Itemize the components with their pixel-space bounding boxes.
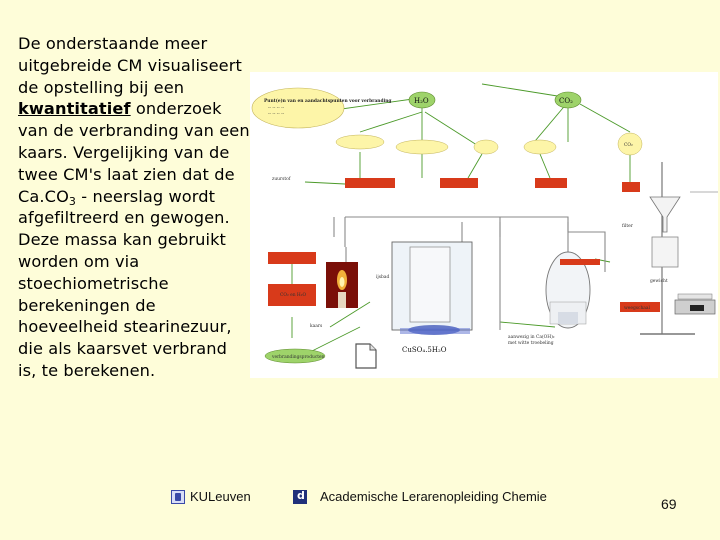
- h2o-bubble: H₂O: [408, 91, 436, 109]
- body-text-part-1: De onderstaande meer uitgebreide CM visu…: [18, 34, 242, 97]
- bottom-right-label-1: aanwezig in Ca(OH)₂: [508, 335, 555, 340]
- concept-map-figure: Punt(e)n van en aandachtspunten voor ver…: [250, 72, 718, 378]
- kaars-label: kaars: [310, 324, 323, 329]
- concept-map-arrows: [291, 83, 631, 353]
- body-text-part-2: onderzoek van de verbranding van een kaa…: [18, 99, 250, 206]
- concept-nodes-row-1: CO₂: [335, 132, 643, 156]
- balance: [674, 293, 716, 315]
- filter-funnel: [640, 162, 718, 335]
- kuleuven-logo-icon: [171, 489, 185, 504]
- note-box: Punt(e)n van en aandachtspunten voor ver…: [251, 87, 392, 129]
- co2-left-label: CO₂ en H₂O: [280, 293, 307, 298]
- note-box-line-2: -- -- -- --: [268, 106, 285, 111]
- filter-label: filter: [622, 224, 634, 229]
- cuso4-label: CuSO₄.5H₂O: [402, 346, 447, 354]
- body-text-subscript: 3: [68, 194, 77, 208]
- bottom-green-note: verbrandingsproducten: [264, 348, 326, 364]
- figure-small-labels: zuurstof filter gewicht ijsbad kaars CuS…: [272, 177, 668, 354]
- co2-bubble-label: CO₂: [559, 97, 573, 105]
- footer-org-label: KULeuven: [190, 489, 251, 504]
- zuurstof-label: zuurstof: [272, 177, 291, 182]
- candle-photo: [326, 262, 358, 308]
- document-icon[interactable]: [355, 343, 377, 369]
- ijsbad-label: ijsbad: [376, 275, 389, 280]
- bottom-left-label: verbrandingsproducten: [271, 355, 325, 360]
- co2-bubble: CO₂: [554, 91, 582, 109]
- bottom-right-label-2: met witte troebeling: [508, 341, 554, 346]
- condenser: [391, 241, 473, 335]
- co2-right-label: CO₂: [624, 143, 633, 148]
- concept-map-svg: Punt(e)n van en aandachtspunten voor ver…: [251, 83, 718, 364]
- alc-logo-icon: [293, 489, 307, 504]
- footer-program-label: Academische Lerarenopleiding Chemie: [320, 489, 547, 504]
- page-number: 69: [661, 496, 677, 512]
- apparatus-tubing: [333, 216, 606, 330]
- body-text-emphasis: kwantitatief: [18, 99, 131, 119]
- weegschaal-label: weegschaal: [624, 306, 651, 311]
- body-text-part-3: - neerslag wordt afgefiltreerd en gewoge…: [18, 186, 232, 380]
- h2o-bubble-label: H₂O: [414, 97, 429, 105]
- gewicht-label: gewicht: [650, 279, 668, 284]
- red-process-nodes: CO₂ en H₂O weegschaal: [268, 178, 660, 312]
- body-text: De onderstaande meer uitgebreide CM visu…: [18, 33, 250, 382]
- footer-program: Academische Lerarenopleiding Chemie: [293, 489, 547, 504]
- gas-washing-flask: [545, 251, 591, 329]
- note-box-line-3: -- -- -- --: [268, 112, 285, 117]
- footer-org: KULeuven: [171, 489, 251, 504]
- note-box-label: Punt(e)n van en aandachtspunten voor ver…: [264, 99, 392, 104]
